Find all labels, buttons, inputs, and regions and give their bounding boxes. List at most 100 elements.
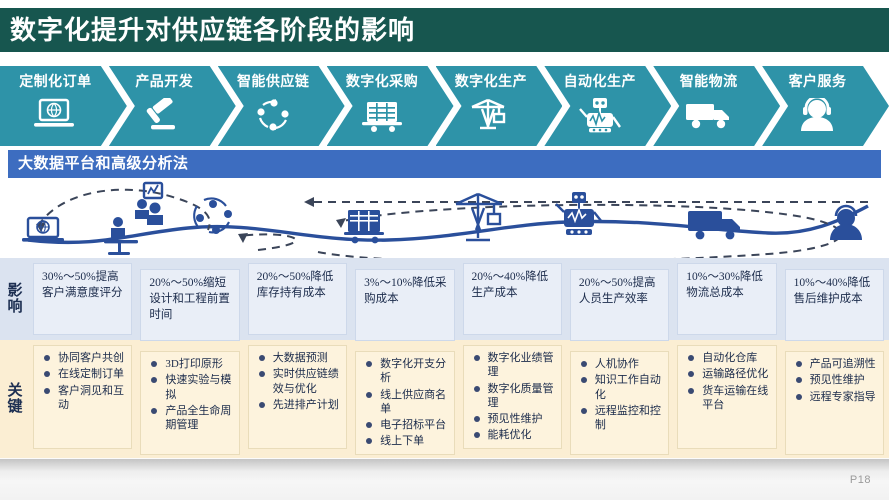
key-point-item: 快速实验与模拟 (145, 373, 235, 402)
key-point-item: 预见性维护 (468, 412, 558, 426)
key-point-list: 大数据预测实时供应链绩效与优化先进排产计划 (253, 351, 343, 412)
key-point-item: 在线定制订单 (38, 367, 128, 381)
flow-person-desk-icon (104, 217, 138, 255)
flow-circular-arrows-icon (193, 197, 232, 234)
stage-chevron-1[interactable]: 定制化订单 (0, 66, 127, 146)
key-point-item: 能耗优化 (468, 428, 558, 442)
flow-robot-icon (555, 192, 603, 235)
circular-arrows-icon (218, 92, 327, 138)
key-cell: 自动化仓库运输路径优化货车运输在线平台 (677, 345, 777, 449)
key-point-item: 客户洞见和互动 (38, 384, 128, 413)
impact-cell: 30%～50%提高客户满意度评分 (33, 263, 133, 335)
flow-truck-icon (688, 211, 740, 240)
key-cell: 产品可追溯性预见性维护远程专家指导 (784, 351, 884, 455)
slide-bottom-shadow (0, 459, 889, 481)
key-point-item: 线上供应商名单 (360, 388, 450, 417)
key-point-item: 数字化质量管理 (468, 382, 558, 411)
stage-chevron-7[interactable]: 智能物流 (653, 66, 780, 146)
flow-line (27, 204, 869, 245)
key-point-item: 协同客户共创 (38, 351, 128, 365)
stage-label: 智能物流 (679, 73, 738, 89)
robot-icon (544, 92, 653, 138)
flow-people-chart-icon (135, 181, 164, 225)
crane-icon (436, 92, 545, 138)
key-cell: 数字化开支分析线上供应商名单电子招标平台线上下单 (355, 351, 455, 455)
stage-chevron-4[interactable]: 数字化采购 (327, 66, 454, 146)
key-point-item: 运输路径优化 (682, 367, 772, 381)
key-point-list: 自动化仓库运输路径优化货车运输在线平台 (682, 351, 772, 412)
stage-label: 数字化生产 (454, 73, 528, 89)
gavel-icon (109, 92, 218, 138)
page-number: P18 (849, 474, 871, 486)
dashed-loop-left (37, 188, 211, 231)
big-data-platform-band: 大数据平台和高级分析法 (8, 150, 881, 178)
stage-label: 自动化生产 (563, 73, 637, 89)
shopping-cart-icon (327, 92, 436, 138)
flow-diagram-svg (22, 181, 869, 258)
key-point-item: 远程监控和控制 (575, 404, 665, 433)
key-cell: 3D打印原形快速实验与模拟产品全生命周期管理 (140, 351, 240, 455)
impact-cell: 20%～50%提高人员生产效率 (569, 269, 670, 341)
key-point-list: 产品可追溯性预见性维护远程专家指导 (790, 357, 880, 404)
key-point-list: 数字化业绩管理数字化质量管理预见性维护能耗优化 (468, 351, 558, 443)
page-title: 数字化提升对供应链各阶段的影响 (10, 15, 416, 45)
slide-title-bar: 数字化提升对供应链各阶段的影响 (0, 8, 889, 52)
stage-label: 客户服务 (788, 73, 847, 89)
stage-label: 智能供应链 (236, 73, 310, 89)
key-point-item: 知识工作自动化 (575, 373, 665, 402)
flow-agent-icon (830, 204, 862, 240)
key-point-list: 协同客户共创在线定制订单客户洞见和互动 (38, 351, 128, 412)
stage-chevron-8[interactable]: 客户服务 (762, 66, 889, 146)
headset-agent-icon (762, 92, 871, 138)
flow-cart-icon (344, 210, 384, 244)
dashed-return (239, 233, 297, 251)
key-cell: 大数据预测实时供应链绩效与优化先进排产计划 (247, 345, 348, 449)
key-point-item: 数字化业绩管理 (468, 351, 558, 380)
stage-label: 数字化采购 (345, 73, 419, 89)
process-stage-strip: 定制化订单 产品开发 智能供应链 数字化采购 数字化生产 自动化生产 智能物流 客户服务 (0, 66, 889, 146)
flow-laptop-globe-icon (22, 216, 64, 242)
impact-cell: 20%～50%降低库存持有成本 (247, 263, 348, 335)
key-point-item: 先进排产计划 (253, 398, 343, 412)
key-point-list: 数字化开支分析线上供应商名单电子招标平台线上下单 (360, 357, 450, 449)
laptop-globe-icon (0, 92, 109, 138)
supply-chain-flow-diagram (8, 178, 881, 258)
dashed-return-arrow (238, 233, 248, 243)
stage-chevron-5[interactable]: 数字化生产 (436, 66, 563, 146)
key-point-item: 产品全生命周期管理 (145, 404, 235, 433)
key-point-item: 人机协作 (575, 357, 665, 371)
stage-chevron-6[interactable]: 自动化生产 (544, 66, 671, 146)
key-point-item: 自动化仓库 (682, 351, 772, 365)
key-cell: 人机协作知识工作自动化远程监控和控制 (569, 351, 670, 455)
key-point-item: 货车运输在线平台 (682, 384, 772, 413)
key-point-item: 大数据预测 (253, 351, 343, 365)
key-point-item: 预见性维护 (790, 373, 880, 387)
dashed-arrow-right (336, 218, 346, 228)
impact-cell: 20%～40%降低生产成本 (462, 263, 562, 335)
truck-icon (653, 92, 762, 138)
flow-crane-icon (455, 192, 503, 242)
big-data-platform-label: 大数据平台和高级分析法 (18, 155, 189, 172)
impact-row-label: 影响 (7, 282, 23, 315)
impact-cell: 20%～50%缩短设计和工程前置时间 (140, 269, 240, 341)
key-row-label: 关键 (7, 382, 23, 415)
key-point-item: 实时供应链绩效与优化 (253, 367, 343, 396)
key-point-item: 线上下单 (360, 434, 450, 448)
impact-cell: 3%～10%降低采购成本 (355, 269, 455, 341)
key-cell: 协同客户共创在线定制订单客户洞见和互动 (33, 345, 133, 449)
key-point-item: 电子招标平台 (360, 418, 450, 432)
stage-chevron-3[interactable]: 智能供应链 (218, 66, 345, 146)
stage-label: 定制化订单 (19, 73, 92, 89)
impact-cell: 10%～30%降低物流总成本 (677, 263, 777, 335)
dashed-arrow-top (304, 197, 314, 207)
key-cell: 数字化业绩管理数字化质量管理预见性维护能耗优化 (462, 345, 562, 449)
key-point-item: 远程专家指导 (790, 390, 880, 404)
key-point-item: 3D打印原形 (145, 357, 235, 371)
key-point-item: 数字化开支分析 (360, 357, 450, 386)
stage-label: 产品开发 (135, 73, 194, 89)
key-point-list: 3D打印原形快速实验与模拟产品全生命周期管理 (145, 357, 235, 432)
stage-chevron-2[interactable]: 产品开发 (109, 66, 236, 146)
